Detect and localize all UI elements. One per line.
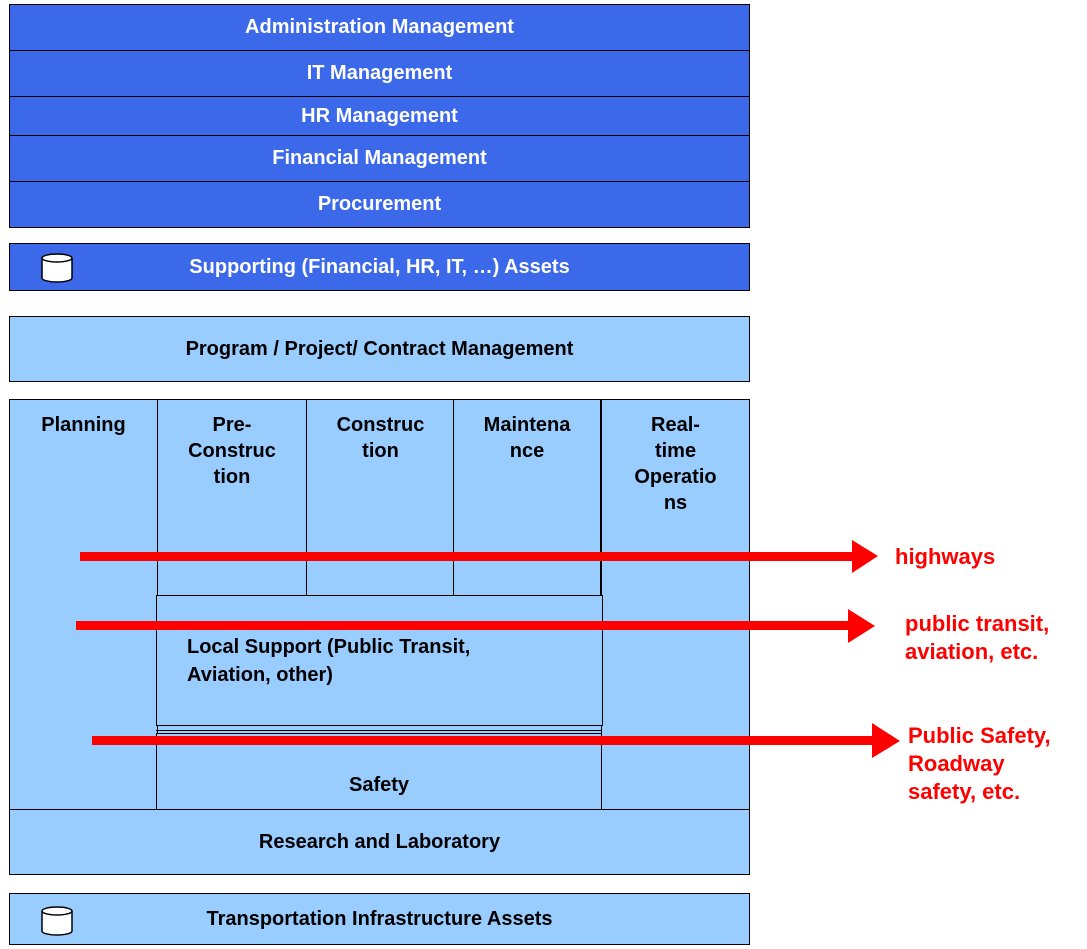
program-management-box: Program / Project/ Contract Management	[9, 316, 750, 382]
administration-management-label: Administration Management	[245, 16, 514, 38]
highways-arrow	[80, 540, 878, 573]
safety-label: Safety	[348, 774, 410, 796]
pre-construction-label: Pre- Construc tion	[188, 414, 276, 488]
procurement-label: Procurement	[317, 193, 442, 215]
public-safety-arrow	[92, 723, 900, 758]
database-icon	[41, 253, 73, 283]
financial-management-label: Financial Management	[272, 147, 487, 169]
local-support-box: Local Support (Public Transit, Aviation,…	[156, 595, 603, 726]
divider-line	[156, 730, 601, 731]
supporting-assets-box: Supporting (Financial, HR, IT, …) Assets	[9, 243, 750, 291]
database-icon	[41, 906, 73, 936]
research-laboratory-label: Research and Laboratory	[258, 830, 501, 853]
maintenance-column: Maintena nce	[453, 400, 601, 596]
infrastructure-assets-label: Transportation Infrastructure Assets	[206, 907, 553, 930]
procurement-box: Procurement	[9, 181, 750, 228]
program-management-label: Program / Project/ Contract Management	[185, 337, 574, 360]
real-time-operations-label: Real- time Operatio ns	[634, 414, 717, 514]
maintenance-label: Maintena nce	[483, 414, 571, 462]
hr-management-box: HR Management	[9, 96, 750, 136]
research-laboratory-box: Research and Laboratory	[9, 809, 750, 875]
construction-column: Construc tion	[306, 400, 454, 596]
public-safety-label: Public Safety, Roadway safety, etc.	[908, 723, 1051, 804]
public-transit-label: public transit, aviation, etc.	[905, 611, 1050, 664]
local-support-label: Local Support (Public Transit, Aviation,…	[187, 635, 471, 686]
it-management-label: IT Management	[306, 62, 453, 84]
supporting-assets-label: Supporting (Financial, HR, IT, …) Assets	[189, 255, 570, 278]
public-transit-arrow	[76, 609, 875, 643]
planning-label: Planning	[41, 414, 126, 436]
planning-column: Planning	[10, 412, 157, 809]
hr-management-label: HR Management	[301, 104, 458, 127]
construction-label: Construc tion	[336, 414, 425, 462]
infrastructure-assets-box: Transportation Infrastructure Assets	[9, 893, 750, 945]
administration-management-box: Administration Management	[9, 4, 750, 51]
highways-label: highways	[895, 544, 996, 569]
